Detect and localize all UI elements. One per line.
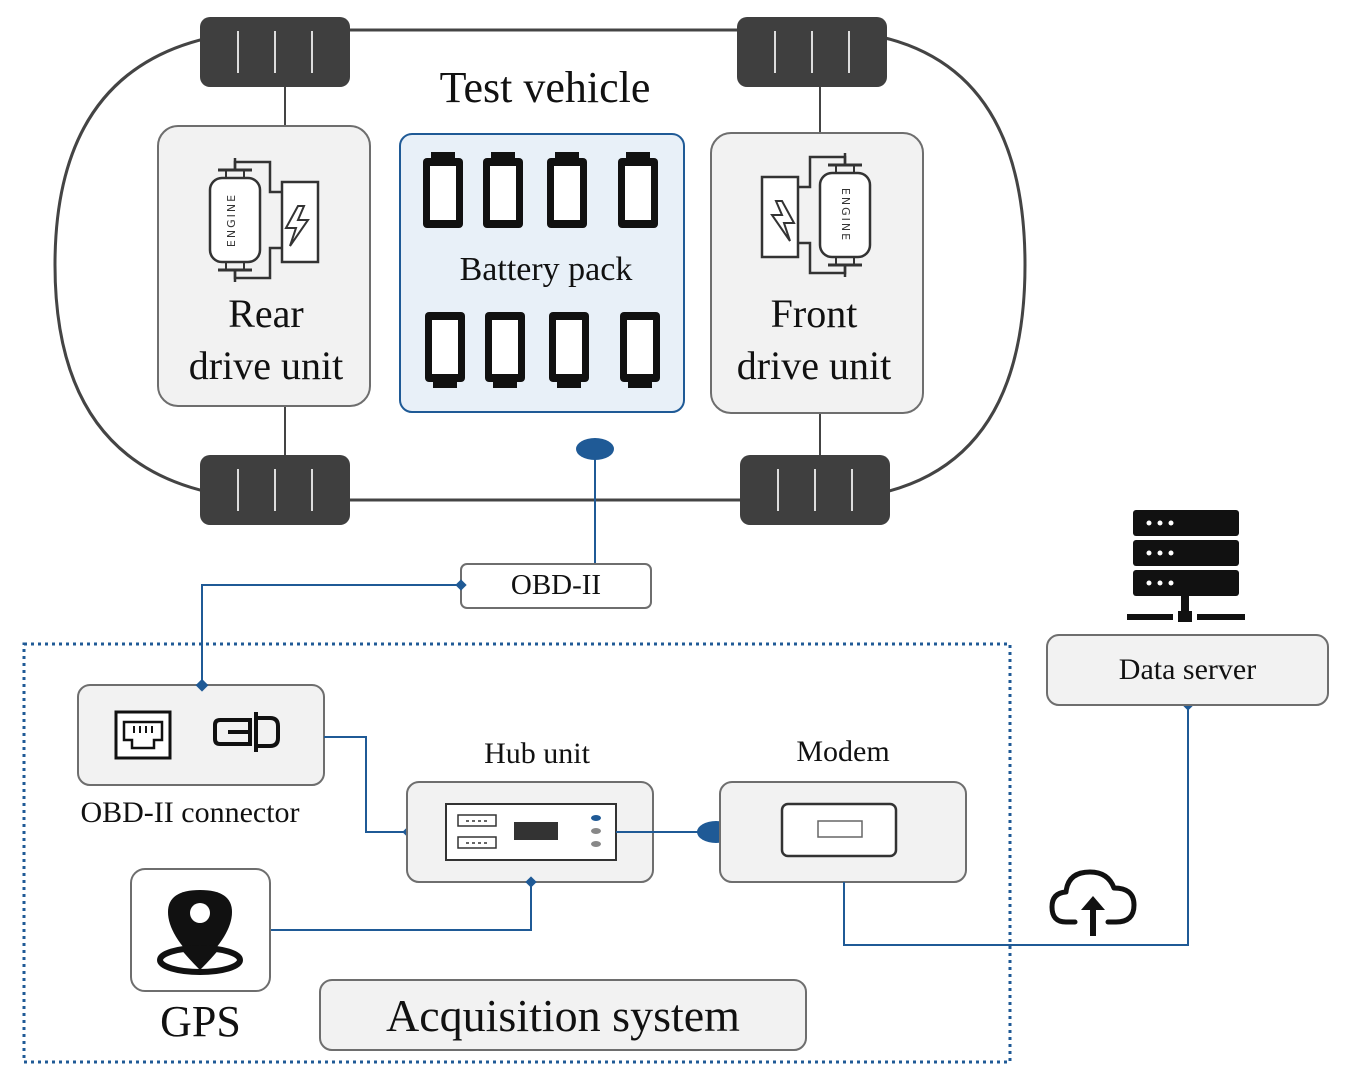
rear-label-line1: Rear — [228, 291, 304, 336]
vehicle-title: Test vehicle — [439, 63, 651, 112]
cloud-upload-icon — [1049, 869, 1137, 936]
acquisition-label-box — [319, 979, 807, 1051]
svg-text:ENGINE: ENGINE — [225, 193, 238, 247]
obd-plug-icon — [213, 712, 280, 752]
rear-label-line2: drive unit — [188, 343, 344, 388]
front-top-tire — [736, 16, 888, 88]
hub-unit-label: Hub unit — [484, 737, 590, 770]
gps-label: GPS — [160, 997, 241, 1046]
acquisition-system-label: Acquisition system — [386, 990, 740, 1041]
battery-cell-icon — [547, 152, 587, 228]
battery-cell-icon — [423, 152, 463, 228]
front-bottom-tire — [739, 454, 891, 526]
battery-pack-label: Battery pack — [459, 251, 633, 288]
battery-cell-icon — [483, 152, 523, 228]
modem-label: Modem — [796, 735, 890, 768]
obd-connector-label: OBD-II connector — [80, 796, 300, 829]
server-rack-icon — [1127, 510, 1245, 622]
ethernet-port-icon — [114, 710, 172, 760]
location-pin-icon — [157, 890, 243, 975]
battery-cell-icon — [620, 312, 660, 388]
front-drive-unit-label: Front drive unit — [706, 288, 922, 392]
battery-cell-icon — [425, 312, 465, 388]
engine-icon: ENGINE — [208, 156, 320, 284]
modem-device-icon — [780, 802, 898, 858]
front-label-line1: Front — [770, 291, 858, 336]
battery-cell-icon — [549, 312, 589, 388]
data-server-box — [1046, 634, 1329, 706]
rear-bottom-tire — [199, 454, 351, 526]
hub-device-icon — [445, 803, 617, 861]
data-server-label: Data server — [1118, 653, 1257, 686]
battery-pack-box — [399, 133, 685, 413]
engine-text: ENGINE — [839, 188, 852, 242]
battery-cell-icon — [618, 152, 658, 228]
acquisition-system-boundary — [22, 642, 1012, 1064]
rear-drive-unit-label: Rear drive unit — [158, 288, 374, 392]
front-label-line2: drive unit — [736, 343, 892, 388]
rear-top-tire — [199, 16, 351, 88]
obd-port-label: OBD-II — [510, 569, 602, 601]
battery-cell-icon — [485, 312, 525, 388]
